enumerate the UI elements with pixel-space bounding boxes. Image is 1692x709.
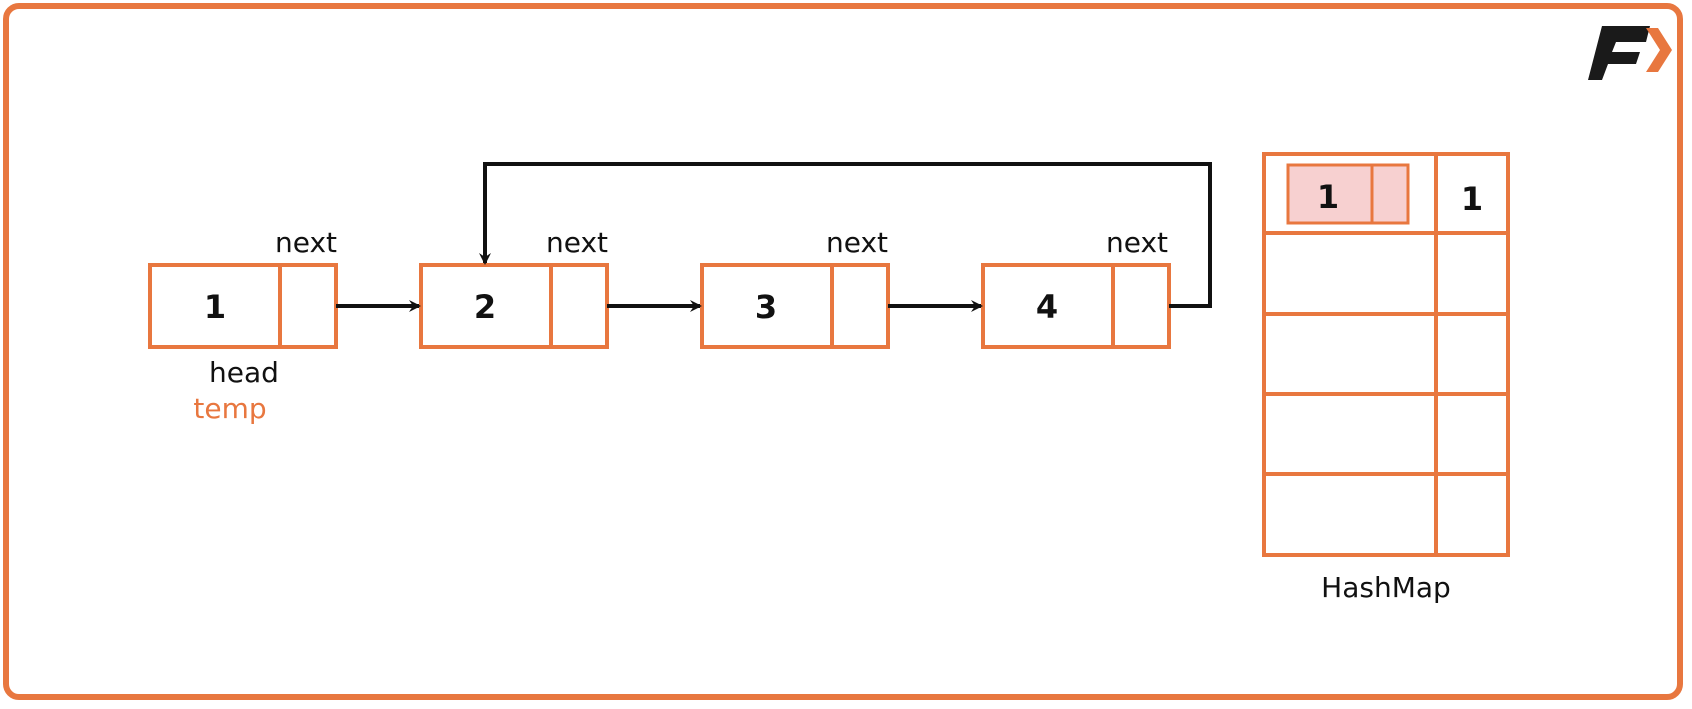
hashmap-label: HashMap [1321, 571, 1451, 604]
temp-pointer-label: temp [193, 392, 266, 425]
node-value: 1 [204, 288, 226, 326]
next-label: next [1106, 226, 1168, 259]
cycle-arrow-4-2 [479, 162, 1212, 308]
head-pointer-label: head [209, 356, 279, 389]
node-value: 4 [1036, 288, 1058, 326]
node-value: 2 [474, 288, 496, 326]
hashmap-key-node: 1 [1286, 163, 1410, 225]
next-label: next [275, 226, 337, 259]
list-node-3: 3 next [700, 226, 890, 349]
list-node-4: 4 next [981, 226, 1171, 349]
brand-f-arrow-icon [1588, 26, 1672, 80]
hashmap-key: 1 [1317, 178, 1339, 216]
list-node-2: 2 next [419, 226, 609, 349]
next-label: next [546, 226, 608, 259]
list-node-1: 1 next [148, 226, 338, 349]
hashmap-table: 1 1 [1262, 152, 1510, 557]
node-value: 3 [755, 288, 777, 326]
next-label: next [826, 226, 888, 259]
hashmap-value: 1 [1461, 180, 1483, 218]
